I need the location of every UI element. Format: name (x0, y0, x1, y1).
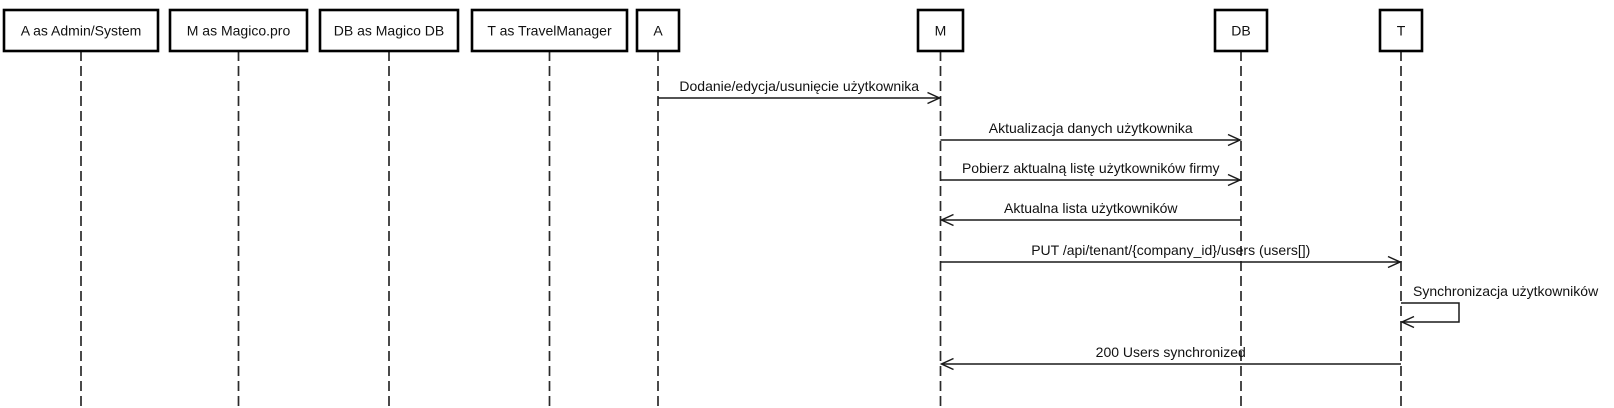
message-label-2: Aktualizacja danych użytkownika (989, 120, 1193, 136)
participant-box-a (635, 8, 681, 53)
participant-label-a: A (653, 23, 663, 39)
participant-label-t: T (1397, 23, 1406, 39)
message-label-6: Synchronizacja użytkowników (1413, 283, 1599, 299)
participant-label-travelmanager-full: T as TravelManager (487, 23, 612, 39)
message-self-loop-6 (1401, 302, 1460, 323)
participant-label-magico-pro-full: M as Magico.pro (187, 23, 291, 39)
message-label-7: 200 Users synchronized (1096, 344, 1246, 360)
participant-label-m: M (935, 23, 947, 39)
participant-box-magico-db-full (318, 8, 460, 53)
message-arrowhead-1 (927, 91, 942, 105)
participant-box-m (916, 8, 965, 53)
message-label-1: Dodanie/edycja/usunięcie użytkownika (679, 78, 919, 94)
message-label-4: Aktualna lista użytkowników (1004, 200, 1178, 216)
message-arrowhead-6 (1400, 315, 1415, 329)
participant-box-magico-pro-full (168, 8, 309, 53)
message-arrowhead-3 (1227, 173, 1242, 187)
message-arrowhead-5 (1387, 255, 1402, 269)
participant-box-admin-system-full (2, 8, 160, 53)
message-label-5: PUT /api/tenant/{company_id}/users (user… (1031, 242, 1310, 258)
participant-label-db: DB (1231, 23, 1250, 39)
message-label-3: Pobierz aktualną listę użytkowników firm… (962, 160, 1220, 176)
participant-box-travelmanager-full (470, 8, 629, 53)
message-arrowhead-2 (1227, 133, 1242, 147)
participant-box-t (1378, 8, 1424, 53)
message-arrowhead-7 (939, 357, 954, 371)
participant-box-db (1213, 8, 1269, 53)
message-arrowhead-4 (939, 213, 954, 227)
participant-label-magico-db-full: DB as Magico DB (334, 23, 444, 39)
participant-label-admin-system-full: A as Admin/System (21, 23, 142, 39)
